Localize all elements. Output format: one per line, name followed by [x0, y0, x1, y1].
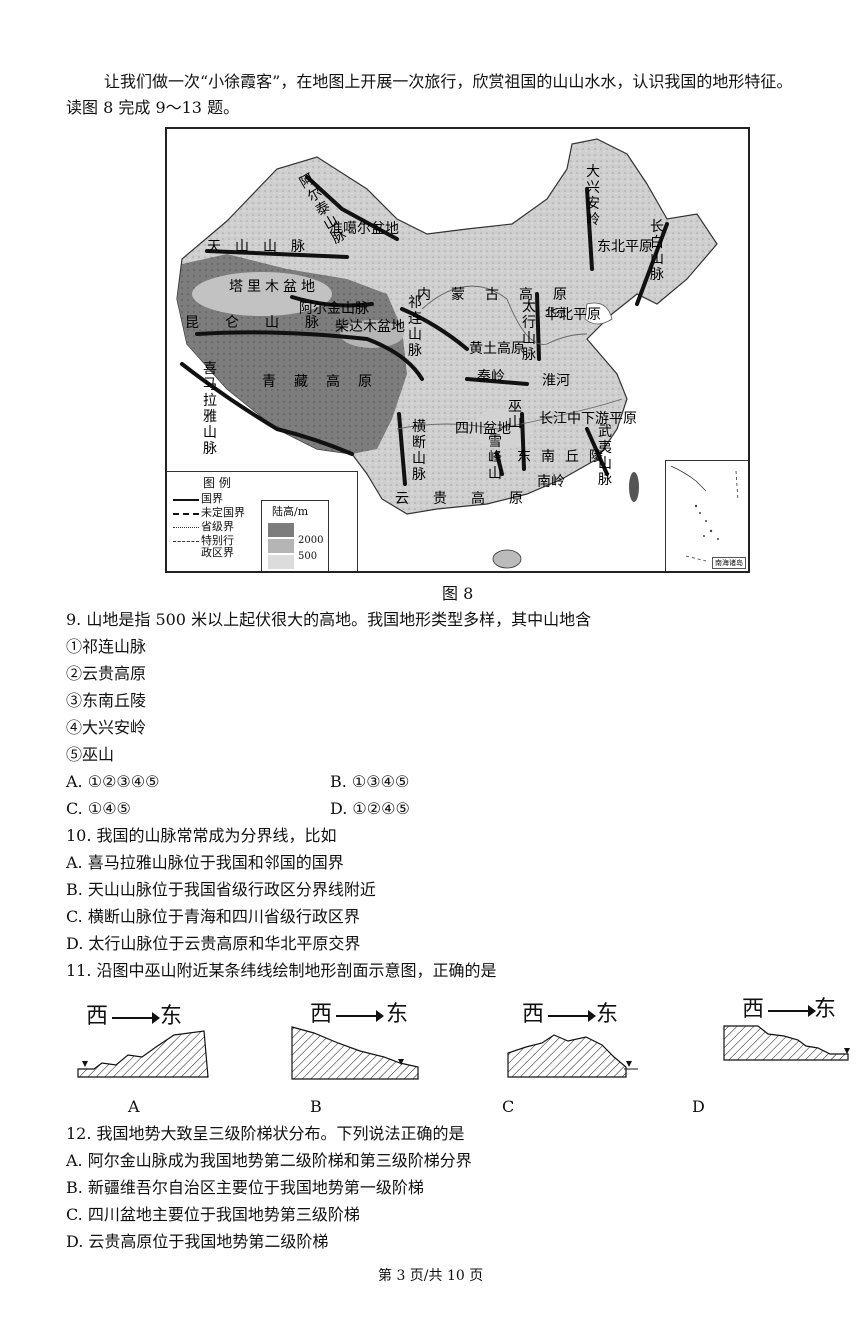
- altitude-legend: 陆高/m 2000 500: [261, 500, 329, 571]
- q9-item: ④大兴安岭: [66, 718, 147, 737]
- label-wuyi: 武夷山脉: [598, 424, 612, 488]
- profile-c-graphic: [507, 1034, 638, 1078]
- map-graphic: [176, 138, 718, 569]
- label-kunlun: 昆仑山脉: [185, 315, 345, 331]
- arrow-icon: [112, 1012, 160, 1024]
- profile-west-label: 西: [742, 997, 765, 1022]
- q10-option-a: A. 喜马拉雅山脉位于我国和邻国的国界: [66, 853, 344, 872]
- label-taihang: 太行山脉: [522, 299, 536, 363]
- profile-c: 西 东: [502, 1003, 642, 1083]
- range-tianshan: [205, 249, 349, 259]
- q12-stem: 12. 我国地势大致呈三级阶梯状分布。下列说法正确的是: [66, 1124, 465, 1143]
- q9-option-d: D. ①②④⑤: [330, 799, 410, 818]
- label-changbai: 长白山脉: [650, 219, 664, 283]
- q10-option-d: D. 太行山脉位于云贵高原和华北平原交界: [66, 934, 361, 953]
- label-huabei: 华北平原: [545, 307, 601, 323]
- altitude-value: 2000: [298, 535, 324, 546]
- profile-letter-a: A: [128, 1097, 140, 1116]
- label-huaihe: 淮河: [542, 373, 570, 389]
- legend-item: 未定国界: [201, 506, 245, 519]
- arrow-icon: [768, 1005, 816, 1017]
- q11-stem: 11. 沿图中巫山附近某条纬线绘制地形剖面示意图，正确的是: [66, 961, 497, 980]
- profile-letter-d: D: [692, 1097, 705, 1116]
- label-changjiang: 长江中下游平原: [539, 411, 637, 427]
- label-yungui: 云贵高原: [395, 491, 547, 507]
- label-altun: 阿尔金山脉: [299, 301, 369, 317]
- arrow-icon: [336, 1010, 384, 1022]
- label-tianshan: 天山山脉: [207, 239, 319, 255]
- altitude-title: 陆高/m: [272, 505, 309, 518]
- profile-a-graphic: [77, 1030, 209, 1078]
- profile-b-graphic: [291, 1026, 419, 1080]
- label-qilian: 祁连山脉: [408, 295, 422, 359]
- page-footer: 第 3 页/共 10 页: [378, 1268, 484, 1284]
- label-dongnan: 东南丘陵: [517, 449, 613, 465]
- arrow-icon: [548, 1010, 596, 1022]
- q10-option-c: C. 横断山脉位于青海和四川省级行政区界: [66, 907, 360, 926]
- range-altai: [305, 175, 399, 241]
- label-dxa: 大兴安岭: [586, 164, 600, 228]
- label-qingzang: 青藏高原: [262, 374, 390, 390]
- profile-d-graphic: [723, 1025, 850, 1061]
- q9-stem: 9. 山地是指 500 米以上起伏很大的高地。我国地形类型多样，其中山地含: [66, 610, 592, 629]
- q9-item: ①祁连山脉: [66, 637, 147, 656]
- label-beijing: 北京: [545, 306, 567, 319]
- q9-option-b: B. ①③④⑤: [330, 772, 410, 791]
- profile-d: 西 东: [722, 998, 862, 1078]
- q9-option-a: A. ①②③④⑤: [66, 772, 160, 791]
- q12-option-a: A. 阿尔金山脉成为我国地势第二级阶梯和第三级阶梯分界: [66, 1151, 472, 1170]
- label-qaidam: 柴达木盆地: [335, 319, 405, 335]
- label-xuefeng: 雪峰山: [488, 434, 502, 482]
- profile-east-label: 东: [160, 1004, 183, 1029]
- legend-item: 国界: [201, 492, 223, 505]
- q9-item: ②云贵高原: [66, 664, 147, 683]
- map-legend: 图 例 国界 未定国界 省级界 特别行政区界 陆高/m 2000 500: [167, 471, 358, 571]
- label-tarim: 塔里木盆地: [229, 279, 319, 295]
- altitude-value: 500: [298, 551, 318, 562]
- q12-option-b: B. 新疆维吾尔自治区主要位于我国地势第一级阶梯: [66, 1178, 424, 1197]
- legend-title: 图 例: [203, 476, 231, 490]
- south-china-sea-inset: 南海诸岛: [665, 460, 748, 571]
- intro-line-2: 读图 8 完成 9～13 题。: [66, 98, 240, 117]
- inset-caption: 南海诸岛: [712, 557, 746, 569]
- legend-item: 特别行政区界: [201, 534, 234, 559]
- q10-option-b: B. 天山山脉位于我国省级行政区分界线附近: [66, 880, 376, 899]
- label-huangtu: 黄土高原: [469, 341, 525, 357]
- label-sichuan: 四川盆地: [455, 421, 511, 437]
- q10-stem: 10. 我国的山脉常常成为分界线，比如: [66, 826, 337, 845]
- profile-east-label: 东: [814, 997, 837, 1022]
- label-himalaya: 喜马拉雅山脉: [203, 361, 217, 457]
- q9-item: ③东南丘陵: [66, 691, 147, 710]
- q12-option-d: D. 云贵高原位于我国地势第二级阶梯: [66, 1232, 329, 1251]
- q12-option-c: C. 四川盆地主要位于我国地势第三级阶梯: [66, 1205, 360, 1224]
- profile-letter-c: C: [502, 1097, 515, 1116]
- profile-east-label: 东: [596, 1002, 619, 1027]
- profile-a: 西 东: [76, 1005, 216, 1085]
- label-qinling: 秦岭: [477, 369, 505, 385]
- map-caption: 图 8: [442, 584, 474, 603]
- inset-graphic: [670, 465, 739, 562]
- label-dongbei: 东北平原: [597, 239, 653, 255]
- profile-west-label: 西: [522, 1002, 545, 1027]
- label-neimenggu: 内蒙古高原: [417, 287, 587, 303]
- intro-line-1: 让我们做一次“小徐霞客”，在地图上开展一次旅行，欣赏祖国的山山水水，认识我国的地…: [104, 72, 793, 91]
- label-wushan: 巫山: [508, 399, 522, 431]
- china-terrain-map: 准噶尔盆地 天山山脉 塔里木盆地 阿尔金山脉 柴达木盆地 昆仑山脉 青藏高原 内…: [165, 127, 750, 573]
- profile-east-label: 东: [386, 1002, 409, 1027]
- profile-west-label: 西: [86, 1004, 109, 1029]
- label-junggar: 准噶尔盆地: [329, 221, 399, 237]
- profile-west-label: 西: [310, 1002, 333, 1027]
- label-nanling: 南岭: [537, 474, 565, 490]
- profile-b: 西 东: [288, 1003, 428, 1083]
- q9-item: ⑤巫山: [66, 745, 115, 764]
- legend-item: 省级界: [201, 520, 234, 533]
- q9-option-c: C. ①④⑤: [66, 799, 131, 818]
- label-hengduan: 横断山脉: [412, 419, 426, 483]
- profile-letter-b: B: [310, 1097, 322, 1116]
